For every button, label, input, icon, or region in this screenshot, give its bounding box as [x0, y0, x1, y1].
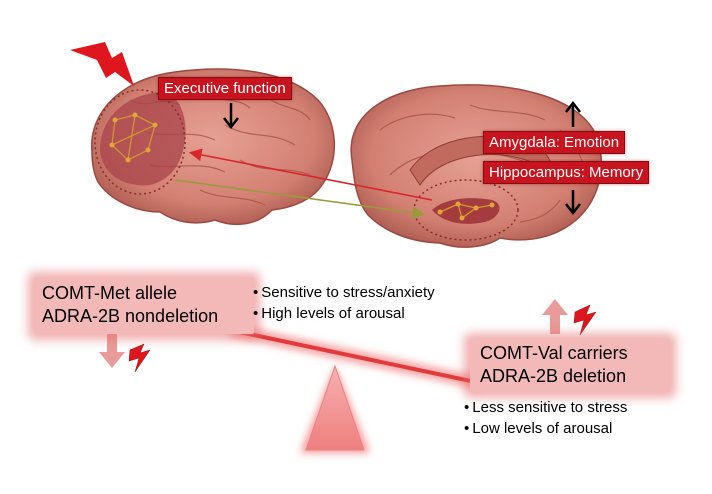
amygdala-to-pfc-arrow [188, 148, 433, 201]
lightning-bolt-icon [128, 343, 151, 373]
seesaw-plank [229, 328, 481, 385]
amygdala-label: Amygdala: Emotion [483, 131, 626, 154]
seesaw-fulcrum [305, 364, 365, 451]
left-genotype-box: COMT-Met allele ADRA-2B nondeletion [34, 278, 254, 334]
left-traits-list: •Sensitive to stress/anxiety •High level… [253, 282, 435, 324]
arrow-down-icon [223, 103, 239, 130]
lightning-bolt-icon [70, 42, 134, 86]
list-item: •Low levels of arousal [464, 420, 613, 437]
right-genotype-line1: COMT-Val carriers [480, 343, 628, 363]
arrow-down-icon [99, 334, 125, 368]
executive-function-label: Executive function [158, 77, 292, 100]
hippocampus-label: Hippocampus: Memory [483, 161, 650, 184]
left-genotype-line1: COMT-Met allele [42, 283, 178, 303]
right-genotype-box: COMT-Val carriers ADRA-2B deletion [470, 339, 670, 392]
list-item: •Less sensitive to stress [464, 399, 628, 416]
arrow-up-icon [542, 299, 568, 334]
right-traits-list: •Less sensitive to stress •Low levels of… [464, 397, 627, 439]
left-genotype-line2: ADRA-2B nondeletion [42, 306, 219, 326]
list-item: •High levels of arousal [253, 305, 405, 322]
lightning-bolt-icon [573, 304, 597, 336]
right-genotype-line2: ADRA-2B deletion [480, 366, 627, 386]
pfc-to-amygdala-arrow [174, 179, 426, 220]
list-item: •Sensitive to stress/anxiety [253, 284, 435, 301]
double-arrow-icon [565, 100, 581, 216]
